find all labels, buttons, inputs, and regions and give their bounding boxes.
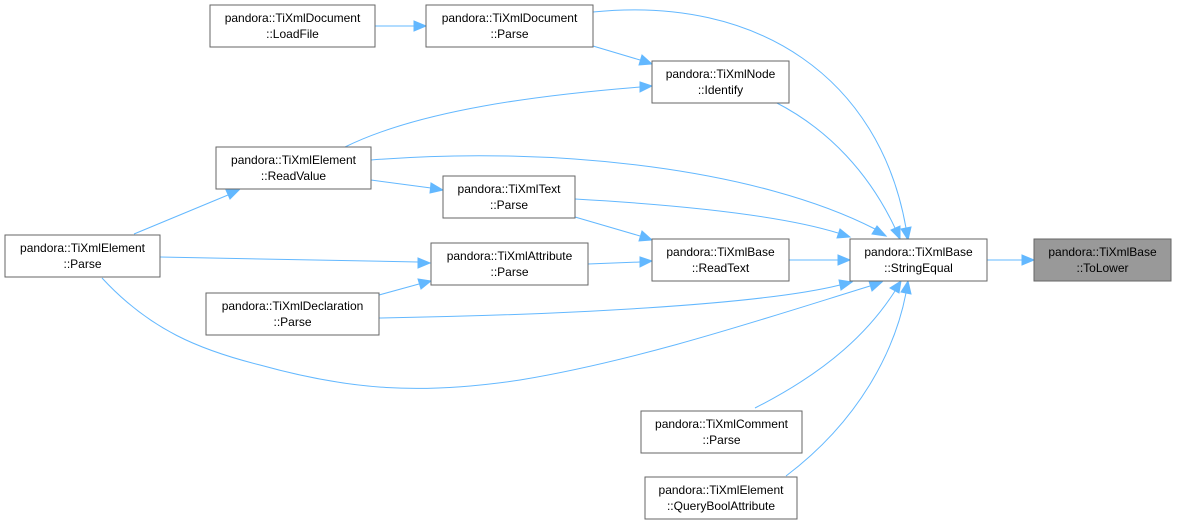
node-label-line1: pandora::TiXmlDocument [442,11,578,25]
node-label-line1: pandora::TiXmlAttribute [447,249,573,263]
arrow-head [900,279,912,295]
node-comment-parse[interactable]: pandora::TiXmlComment ::Parse [640,410,803,454]
arrow-head [638,230,654,242]
node-label-line2: ::Identify [698,83,743,97]
node-attr-parse[interactable]: pandora::TiXmlAttribute ::Parse [430,242,589,286]
arrow-head [1021,254,1036,266]
edge-readvalue-to-textparse [370,179,432,189]
edge-docparse-to-stringequal [592,9,907,229]
arrow-head [429,182,445,194]
node-elem-querybool[interactable]: pandora::TiXmlElement ::QueryBoolAttribu… [644,476,798,520]
node-label-line2: ::Parse [490,198,528,212]
node-label-line1: pandora::TiXmlBase [666,245,775,259]
arrow-head [836,228,852,239]
arrow-head [837,254,852,266]
edge-elemparse-to-readvalue [133,194,229,235]
node-label-line2: ::StringEqual [884,261,953,275]
node-label-line2: ::ToLower [1076,261,1128,275]
arrow-head [890,225,901,241]
node-doc-parse[interactable]: pandora::TiXmlDocument ::Parse [425,4,594,48]
node-label-line2: ::Parse [490,265,528,279]
node-label-line1: pandora::TiXmlBase [864,245,973,259]
node-label-line1: pandora::TiXmlElement [231,153,357,167]
node-text-parse[interactable]: pandora::TiXmlText ::Parse [442,175,576,219]
node-label-line2: ::QueryBoolAttribute [667,499,775,513]
edge-textparse-to-stringequal [574,198,839,234]
node-label-line1: pandora::TiXmlComment [655,417,789,431]
arrow-head [413,20,428,32]
node-elem-readvalue[interactable]: pandora::TiXmlElement ::ReadValue [215,146,372,190]
node-label-line2: ::Parse [273,315,311,329]
node-label-line1: pandora::TiXmlBase [1048,245,1157,259]
edge-declparse-to-stringequal [378,284,841,319]
arrow-head [225,189,241,200]
node-label-line1: pandora::TiXmlNode [666,67,776,81]
edge-querybool-to-stringequal [785,292,907,477]
node-doc-loadfile[interactable]: pandora::TiXmlDocument ::LoadFile [209,4,376,48]
edge-identify-to-stringequal [774,101,896,229]
node-elem-parse[interactable]: pandora::TiXmlElement ::Parse [4,234,161,278]
edge-commentparse-to-stringequal [754,290,896,409]
node-label-line1: pandora::TiXmlElement [20,241,146,255]
node-label-line1: pandora::TiXmlDocument [225,11,361,25]
edge-readvalue-to-stringequal [370,155,876,230]
node-label-line2: ::Parse [702,433,740,447]
edges [101,9,1036,477]
edge-declparse-to-attrparse [378,283,420,296]
edge-docparse-to-identify [592,45,641,61]
node-label-line1: pandora::TiXmlText [458,182,562,196]
node-label-line2: ::LoadFile [266,27,319,41]
arrow-head [889,279,902,294]
edge-elemparse-to-attrparse [159,256,419,263]
arrow-head [417,278,433,290]
node-label-line2: ::ReadText [692,261,750,275]
node-base-readtext[interactable]: pandora::TiXmlBase ::ReadText [651,238,790,282]
edge-textparse-to-readtext [574,216,641,237]
arrow-head [639,81,654,93]
node-decl-parse[interactable]: pandora::TiXmlDeclaration ::Parse [205,292,380,336]
arrow-head [639,256,654,268]
arrow-head [871,225,888,237]
node-label-line2: ::Parse [63,257,101,271]
edge-readvalue-to-identify [344,86,641,148]
node-label-line2: ::Parse [490,27,528,41]
arrow-head [900,226,912,242]
edge-attrparse-to-readtext [587,261,641,265]
arrow-head [417,257,432,269]
node-node-identify[interactable]: pandora::TiXmlNode ::Identify [651,60,790,104]
node-label-line1: pandora::TiXmlDeclaration [222,299,364,313]
node-tolower[interactable]: pandora::TiXmlBase ::ToLower [1033,238,1172,282]
node-label-line1: pandora::TiXmlElement [659,483,785,497]
node-label-line2: ::ReadValue [261,169,326,183]
arrow-head [868,280,884,292]
node-stringequal[interactable]: pandora::TiXmlBase ::StringEqual [849,238,988,282]
edge-elemparse-to-stringequal [101,277,871,389]
arrow-head [838,279,854,291]
arrow-head [638,54,654,66]
